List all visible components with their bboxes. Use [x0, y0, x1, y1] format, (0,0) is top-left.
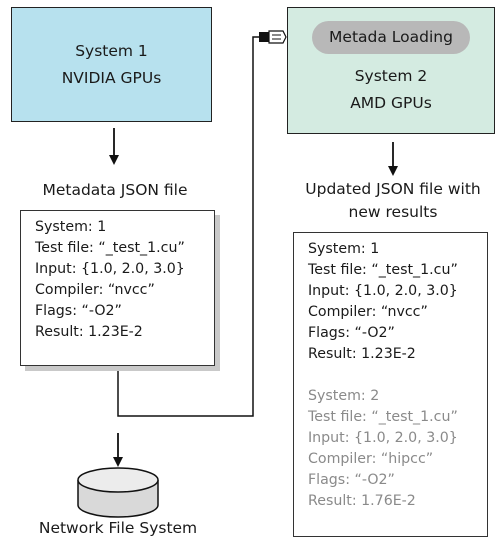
system1-title: System 1 [75, 41, 148, 60]
new-results-block: System: 2 Test file: “_test_1.cu” Input:… [308, 386, 487, 512]
json-row-new: Flags: “-O2” [308, 472, 395, 488]
json-row-new: Result: 1.76E-2 [308, 493, 416, 509]
json-row-new: Test file: “_test_1.cu” [308, 409, 458, 425]
nfs-label: Network File System [38, 519, 198, 537]
system1-subtitle: NVIDIA GPUs [61, 68, 162, 87]
json-row: Result: 1.23E-2 [35, 324, 143, 340]
json-row: System: 1 [308, 241, 380, 257]
metadata-json-box: System: 1 Test file: “_test_1.cu” Input:… [20, 210, 215, 366]
updated-json-label-line1: Updated JSON file with [305, 180, 481, 198]
database-icon [77, 467, 159, 518]
json-row: Input: {1.0, 2.0, 3.0} [308, 283, 458, 299]
updated-json-box: System: 1 Test file: “_test_1.cu” Input:… [293, 232, 488, 537]
json-row: Compiler: “nvcc” [308, 304, 428, 320]
plug-icon [259, 30, 287, 44]
metadata-json-label: Metadata JSON file [42, 181, 188, 199]
system2-subtitle: AMD GPUs [350, 94, 432, 112]
json-row: Compiler: “nvcc” [35, 282, 155, 298]
json-row: System: 1 [35, 219, 107, 235]
updated-json-label: Updated JSON file with new results [283, 178, 503, 224]
json-row: Flags: “-O2” [35, 303, 122, 319]
json-row-new: System: 2 [308, 388, 380, 404]
json-row-new: Input: {1.0, 2.0, 3.0} [308, 430, 458, 446]
json-row: Input: {1.0, 2.0, 3.0} [35, 261, 185, 277]
json-row: Test file: “_test_1.cu” [35, 240, 185, 256]
updated-json-label-line2: new results [348, 203, 438, 221]
json-row-new: Compiler: “hipcc” [308, 451, 434, 467]
system2-title: System 2 [354, 67, 428, 85]
metadata-loading-pill: Metada Loading [312, 21, 470, 54]
json-row: Test file: “_test_1.cu” [308, 262, 458, 278]
json-row: Result: 1.23E-2 [308, 346, 416, 362]
system2-box: Metada Loading System 2 AMD GPUs [287, 7, 495, 134]
json-row: Flags: “-O2” [308, 325, 395, 341]
system1-box: System 1 NVIDIA GPUs [11, 7, 212, 122]
